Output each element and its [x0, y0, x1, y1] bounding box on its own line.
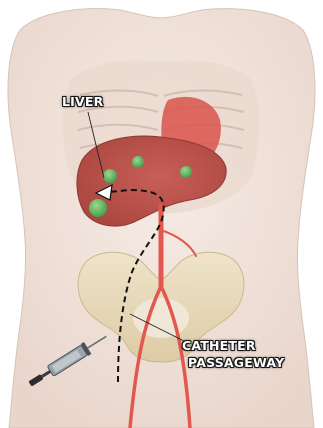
catheter-label-line-2: PASSAGEWAY — [188, 355, 284, 370]
pelvis-opening — [133, 298, 189, 338]
catheter-label-line-1: CATHETER — [182, 338, 256, 353]
tumor-2 — [89, 199, 107, 217]
tumor-4 — [180, 166, 192, 178]
liver-label: LIVER — [62, 94, 103, 109]
tumor-1 — [103, 169, 117, 183]
tumor-3 — [132, 156, 144, 168]
